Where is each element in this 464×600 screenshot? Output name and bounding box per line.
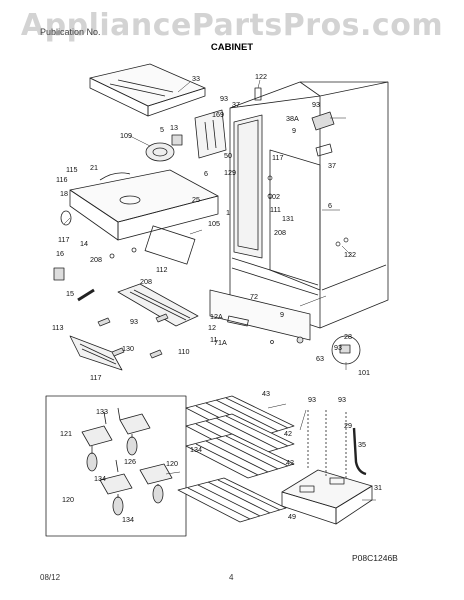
callout-label: 18 xyxy=(60,189,68,198)
callout-label: 6 xyxy=(204,169,208,178)
callout-label: 126 xyxy=(124,457,136,466)
callout-label: 134 xyxy=(94,474,106,483)
callout-label: 130 xyxy=(122,344,134,353)
callout-label: 133 xyxy=(96,407,108,416)
toe-grille xyxy=(117,283,311,341)
callout-label: 110 xyxy=(178,347,189,356)
shelf-4 xyxy=(177,477,287,523)
callout-label: 37 xyxy=(232,100,240,109)
callout-label: 37 xyxy=(328,161,336,170)
callout-label: 9 xyxy=(280,310,284,319)
diagram-title: CABINET xyxy=(210,42,254,53)
publication-label: Publication No. xyxy=(40,27,101,37)
callout-label: 29 xyxy=(344,421,352,430)
callout-label: 31 xyxy=(374,483,382,492)
callout-label: 208 xyxy=(90,255,102,264)
callout-label: 93 xyxy=(338,395,346,404)
callout-label: 93 xyxy=(312,100,320,109)
callout-label: 101 xyxy=(358,368,370,377)
leader-lines xyxy=(63,79,376,501)
callout-label: 6 xyxy=(328,201,332,210)
callout-label: 131 xyxy=(282,214,294,223)
callout-label: 120 xyxy=(62,495,74,504)
callout-label: 5 xyxy=(160,125,164,134)
callout-label: 21 xyxy=(90,163,98,172)
callout-label: 49 xyxy=(288,512,296,521)
callout-label: 115 xyxy=(66,165,77,174)
evaporator-cover xyxy=(60,169,219,265)
callout-label: 134 xyxy=(190,445,202,454)
callout-label: 129 xyxy=(224,168,236,177)
wire-shelves xyxy=(177,395,295,523)
callout-label: 50 xyxy=(224,151,232,160)
figure-code: P08C1246B xyxy=(352,553,398,563)
callout-label: 1 xyxy=(226,208,230,217)
watermark: AppliancePartsPros.com xyxy=(20,8,444,43)
fan-motor-assembly xyxy=(145,109,227,162)
callout-label: 117 xyxy=(272,153,283,162)
callout-label: 38A xyxy=(286,114,299,123)
callout-label: 117 xyxy=(58,235,69,244)
callout-label: 122 xyxy=(344,250,356,259)
callout-label: 13 xyxy=(170,123,178,132)
top-cover xyxy=(89,63,206,117)
cabinet-body xyxy=(229,81,389,329)
vent-grille xyxy=(69,335,123,371)
callout-label: 113 xyxy=(52,323,63,332)
callout-label: 116 xyxy=(56,175,67,184)
callout-label: 208 xyxy=(274,228,286,237)
callout-label: 111 xyxy=(270,205,281,214)
callout-label: 102 xyxy=(268,192,280,201)
callout-label: 43 xyxy=(262,389,270,398)
base-tray xyxy=(281,410,373,525)
callout-label: 16 xyxy=(56,249,64,258)
callout-label: 9 xyxy=(292,126,296,135)
callout-label: 93 xyxy=(130,317,138,326)
callout-label: 12 xyxy=(208,323,216,332)
callout-label: 71A xyxy=(214,338,227,347)
callout-label: 12A xyxy=(210,312,223,321)
shelf-3 xyxy=(185,433,295,479)
small-parts-left xyxy=(53,247,137,302)
callout-label: 134 xyxy=(122,515,134,524)
page-number: 4 xyxy=(229,573,234,582)
callout-label: 93 xyxy=(220,94,228,103)
callout-label: 25 xyxy=(192,195,200,204)
callout-label: 208 xyxy=(140,277,152,286)
callout-label: 63 xyxy=(316,354,324,363)
callout-label: 72 xyxy=(250,292,258,301)
callout-label: 109 xyxy=(120,131,132,140)
callout-label: 15 xyxy=(66,289,74,298)
callout-label: 121 xyxy=(60,429,72,438)
callout-label: 42 xyxy=(284,429,292,438)
callout-label: 93 xyxy=(308,395,316,404)
caster-inset xyxy=(45,395,187,537)
callout-label: 105 xyxy=(208,219,220,228)
detail-circle xyxy=(331,335,361,365)
callout-label: 33 xyxy=(192,74,200,83)
callout-label: 35 xyxy=(358,440,366,449)
callout-label: 42 xyxy=(286,458,294,467)
footer-date: 08/12 xyxy=(40,573,61,582)
callout-label: 122 xyxy=(255,72,267,81)
callout-label: 112 xyxy=(156,265,167,274)
callout-label: 169 xyxy=(212,110,224,119)
callout-label: 28 xyxy=(344,332,352,341)
callout-label: 117 xyxy=(90,373,101,382)
callout-label: 93 xyxy=(334,343,342,352)
callout-label: 11 xyxy=(210,335,217,344)
screws xyxy=(97,175,349,359)
callout-label: 14 xyxy=(80,239,88,248)
callout-label: 120 xyxy=(166,459,178,468)
